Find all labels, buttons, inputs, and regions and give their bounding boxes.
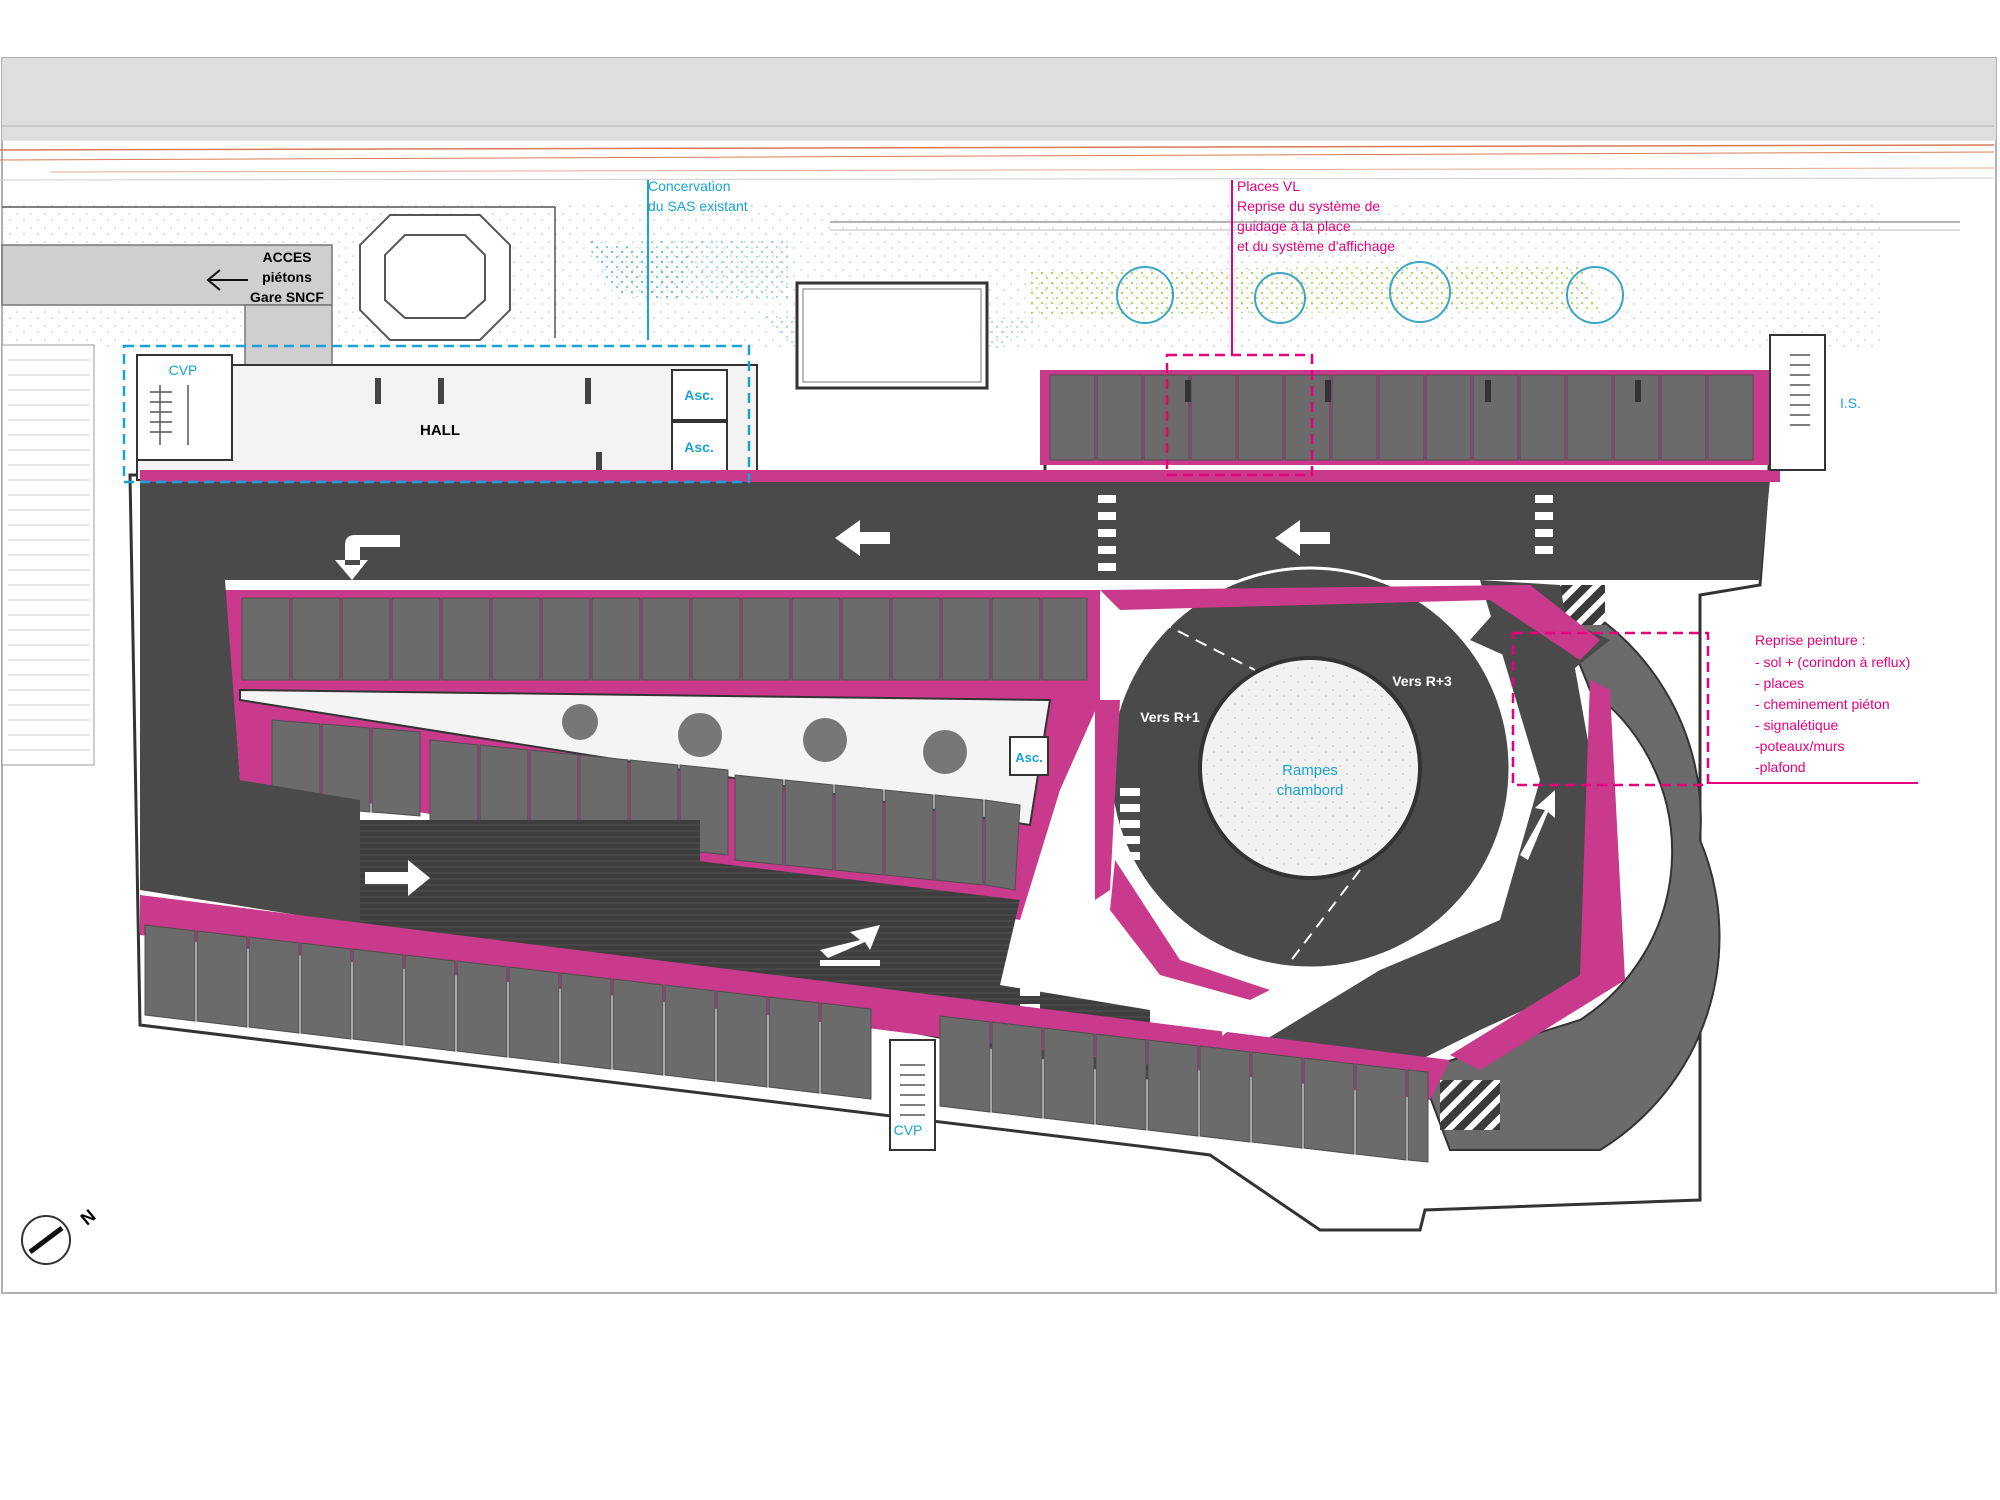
stairs-icon: [150, 385, 189, 445]
split-arrow-icon: [820, 925, 880, 966]
acces-label-3: Gare SNCF: [250, 289, 324, 305]
acces-label-1: ACCES: [262, 249, 311, 265]
asc-1-label: Asc.: [684, 387, 714, 403]
elevator-1: [671, 369, 728, 421]
places-annotation-line3: guidage à la place: [1237, 218, 1351, 234]
cvp-top-label: CVP: [169, 362, 198, 378]
arrow-left-icon: [206, 269, 248, 291]
skylight: [795, 281, 989, 390]
peinture-item: -poteaux/murs: [1755, 738, 1844, 754]
acces-label-2: piétons: [262, 269, 312, 285]
stair-cvp-top: [136, 354, 233, 461]
peinture-item: - cheminement piéton: [1755, 696, 1890, 712]
sas-annotation-line1: Concervation: [648, 178, 731, 194]
main-aisle: [140, 480, 1770, 580]
vers-r3-label: Vers R+3: [1392, 673, 1452, 689]
asc-2-label: Asc.: [684, 439, 714, 455]
pedestrian-access-strip: [1, 244, 333, 306]
peinture-annotation-title: Reprise peinture :: [1755, 632, 1866, 648]
places-annotation-line2: Reprise du système de: [1237, 198, 1380, 214]
sas-annotation-box: [122, 344, 751, 484]
parking-row-bottom: [144, 924, 1429, 1163]
places-annotation-box: [1165, 353, 1314, 477]
vers-r1-label: Vers R+1: [1140, 709, 1200, 725]
north-compass-icon: [21, 1215, 71, 1265]
hall-label: HALL: [420, 422, 460, 439]
peinture-item: - places: [1755, 675, 1804, 691]
elevator-3: [1009, 736, 1049, 776]
parking-row-slanted: [271, 719, 1021, 891]
stair-is: [1769, 334, 1826, 471]
rampes-label-1: Rampes: [1282, 762, 1338, 779]
hall: [136, 354, 758, 481]
split-arrow-icon: [1520, 790, 1555, 860]
peinture-item: -plafond: [1755, 759, 1806, 775]
octagon-structure: [359, 214, 511, 341]
arrow-right-icon: [365, 860, 1245, 1036]
rampes-label-2: chambord: [1277, 782, 1344, 799]
asc-3-label: Asc.: [1015, 750, 1042, 765]
peinture-annotation-box: [1511, 631, 1710, 787]
sas-annotation-line2: du SAS existant: [648, 198, 748, 214]
stair-cvp-bottom: [889, 1039, 936, 1151]
crosswalk-top: [1098, 495, 1553, 571]
arrow-left-icon: [835, 520, 1330, 556]
railway-band: [0, 58, 1996, 181]
crosswalk-hatched-bottom: [1440, 1080, 1500, 1130]
cvp-bottom-label: CVP: [894, 1122, 923, 1138]
peinture-item: - signalétique: [1755, 717, 1838, 733]
tree-icon: [562, 704, 967, 774]
peinture-item: - sol + (corindon à reflux): [1755, 654, 1910, 670]
parking-row-middle: [241, 597, 1088, 681]
places-annotation-line4: et du système d'affichage: [1237, 238, 1395, 254]
turn-arrow-icon: [335, 535, 400, 580]
places-annotation-line1: Places VL: [1237, 178, 1300, 194]
parking-row-top-right: [1049, 374, 1754, 461]
rampes-chambord: [1108, 566, 1512, 976]
is-label: I.S.: [1840, 395, 1861, 411]
tree-icon: [1116, 261, 1624, 324]
